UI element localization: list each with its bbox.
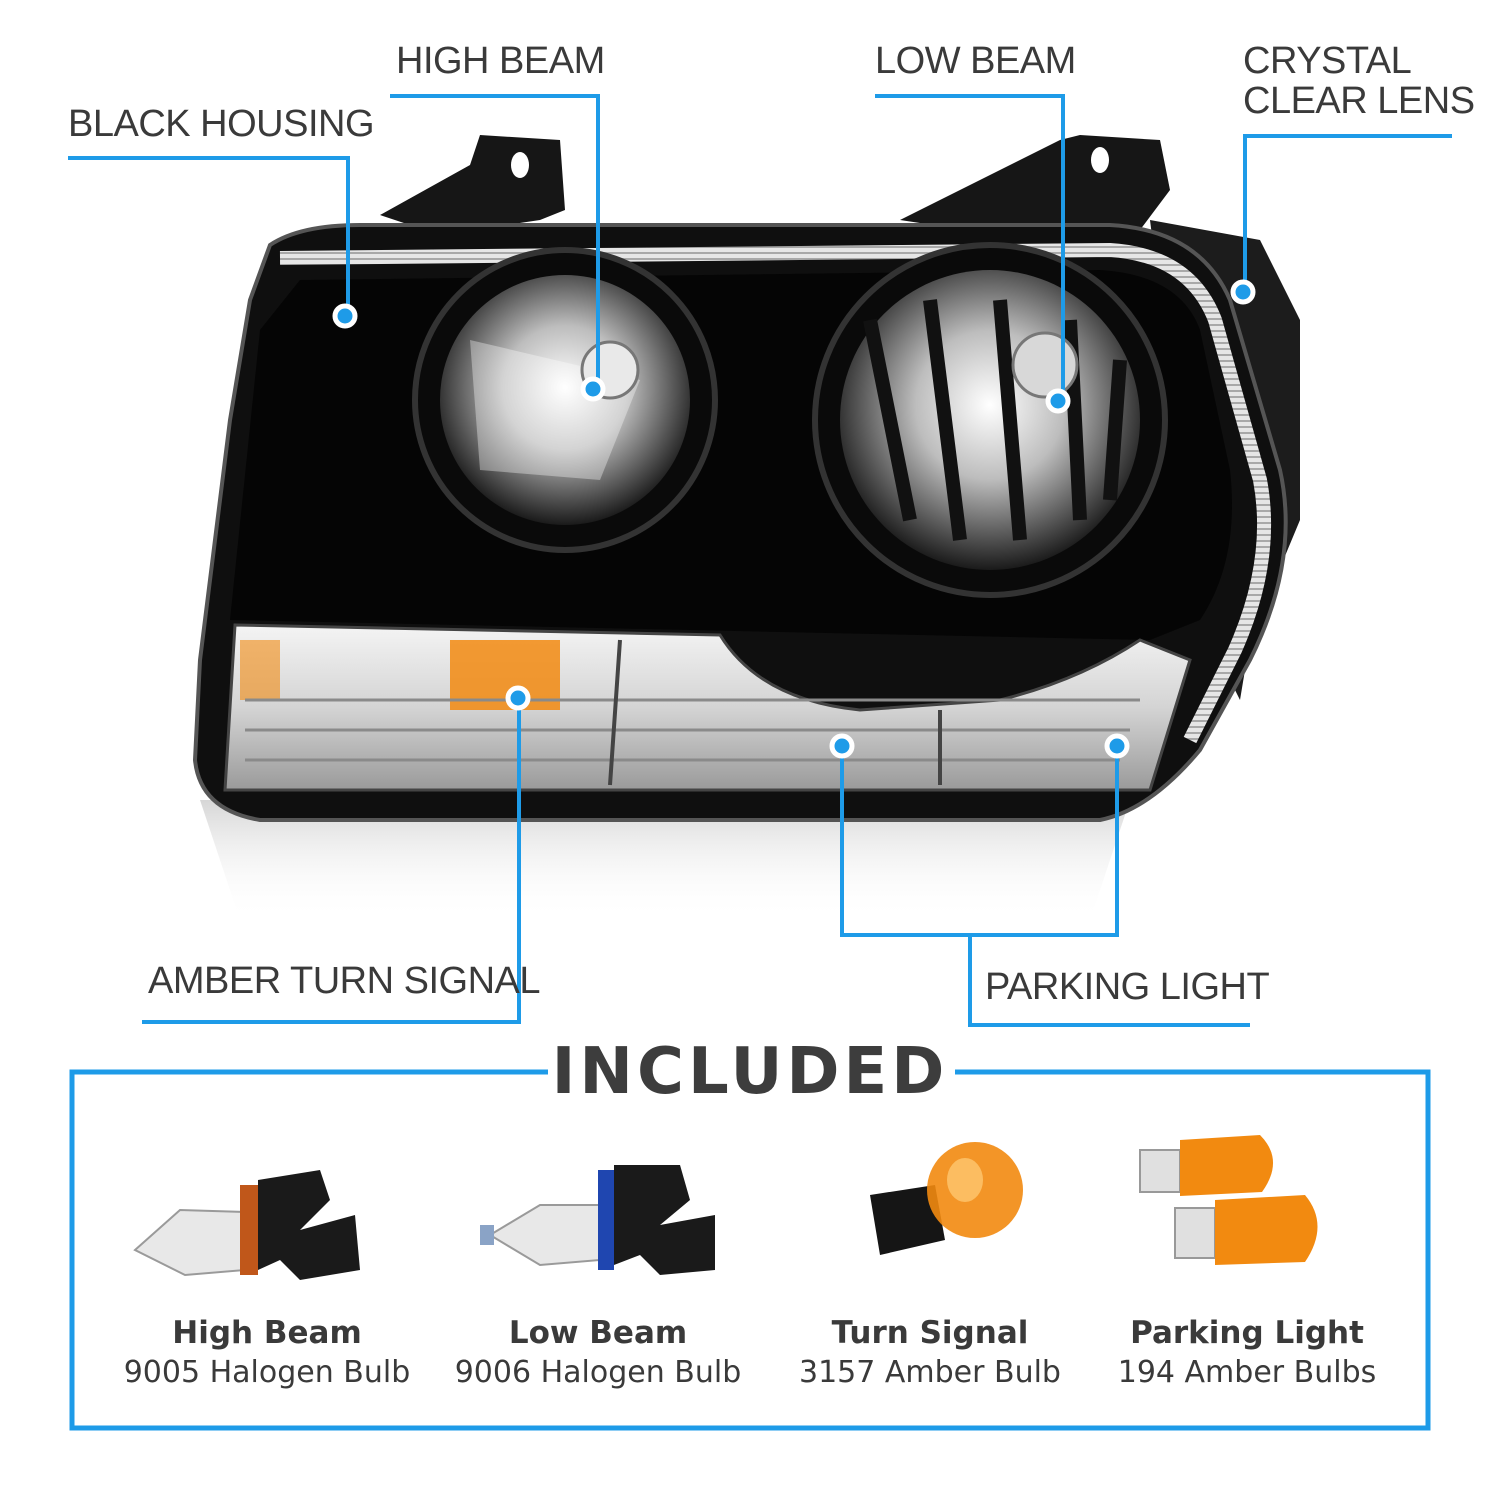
high-beam-label: HIGH BEAM [396, 40, 605, 82]
included-item-parking-light: Parking Light 194 Amber Bulbs [1077, 1315, 1417, 1390]
included-item-high-beam: High Beam 9005 Halogen Bulb [97, 1315, 437, 1390]
bulb-desc: 194 Amber Bulbs [1117, 1355, 1377, 1390]
parking-light-line-a [840, 746, 1119, 937]
included-title: INCLUDED [551, 1035, 949, 1109]
parking-dot-b [1104, 733, 1130, 759]
crystal-label-line2: CLEAR LENS [1243, 79, 1475, 122]
bulb-9005-image [133, 1170, 360, 1280]
amber-signal-line [142, 700, 521, 1024]
crystal-lens-line [1243, 134, 1452, 292]
bulb-3157-image [870, 1142, 1023, 1255]
parking-light-label: PARKING LIGHT [985, 966, 1270, 1008]
amber-turn-signal-label: AMBER TURN SIGNAL [148, 960, 540, 1002]
bulb-desc: 9005 Halogen Bulb [123, 1355, 411, 1390]
included-box [69, 1069, 1431, 1431]
crystal-lens-dot [1230, 279, 1256, 305]
included-item-low-beam: Low Beam 9006 Halogen Bulb [428, 1315, 768, 1390]
black-housing-dot [332, 303, 358, 329]
floor-reflection [200, 800, 1130, 920]
bulb-desc: 3157 Amber Bulb [799, 1355, 1061, 1390]
parking-dot-a [829, 733, 855, 759]
black-housing-line [68, 156, 350, 316]
high-beam-line [390, 94, 600, 386]
mounting-bracket-left [380, 135, 565, 235]
amber-signal-dot [505, 685, 531, 711]
bulb-name: Parking Light [1130, 1315, 1364, 1351]
crystal-label-line1: CRYSTAL [1243, 40, 1412, 82]
bulb-9006-image [480, 1165, 715, 1275]
black-housing-label: BLACK HOUSING [68, 103, 375, 145]
bulb-194-image [1139, 1135, 1318, 1265]
bulb-name: Low Beam [508, 1315, 688, 1351]
mounting-bracket-right [900, 135, 1170, 235]
included-item-turn-signal: Turn Signal 3157 Amber Bulb [760, 1315, 1100, 1390]
low-beam-label: LOW BEAM [875, 40, 1076, 82]
crystal-clear-lens-label: CRYSTAL CLEAR LENS [1243, 40, 1475, 122]
bulb-desc: 9006 Halogen Bulb [454, 1355, 742, 1390]
high-beam-dot [580, 376, 606, 402]
lens-rib-edge [279, 242, 1272, 744]
low-beam-line [875, 94, 1065, 400]
signal-strip [223, 623, 1192, 792]
parking-light-line-b [968, 935, 1250, 1027]
low-beam-dot [1045, 388, 1071, 414]
bulb-name: High Beam [172, 1315, 362, 1351]
bulb-name: Turn Signal [831, 1315, 1029, 1351]
high-beam-reflector [412, 247, 718, 553]
